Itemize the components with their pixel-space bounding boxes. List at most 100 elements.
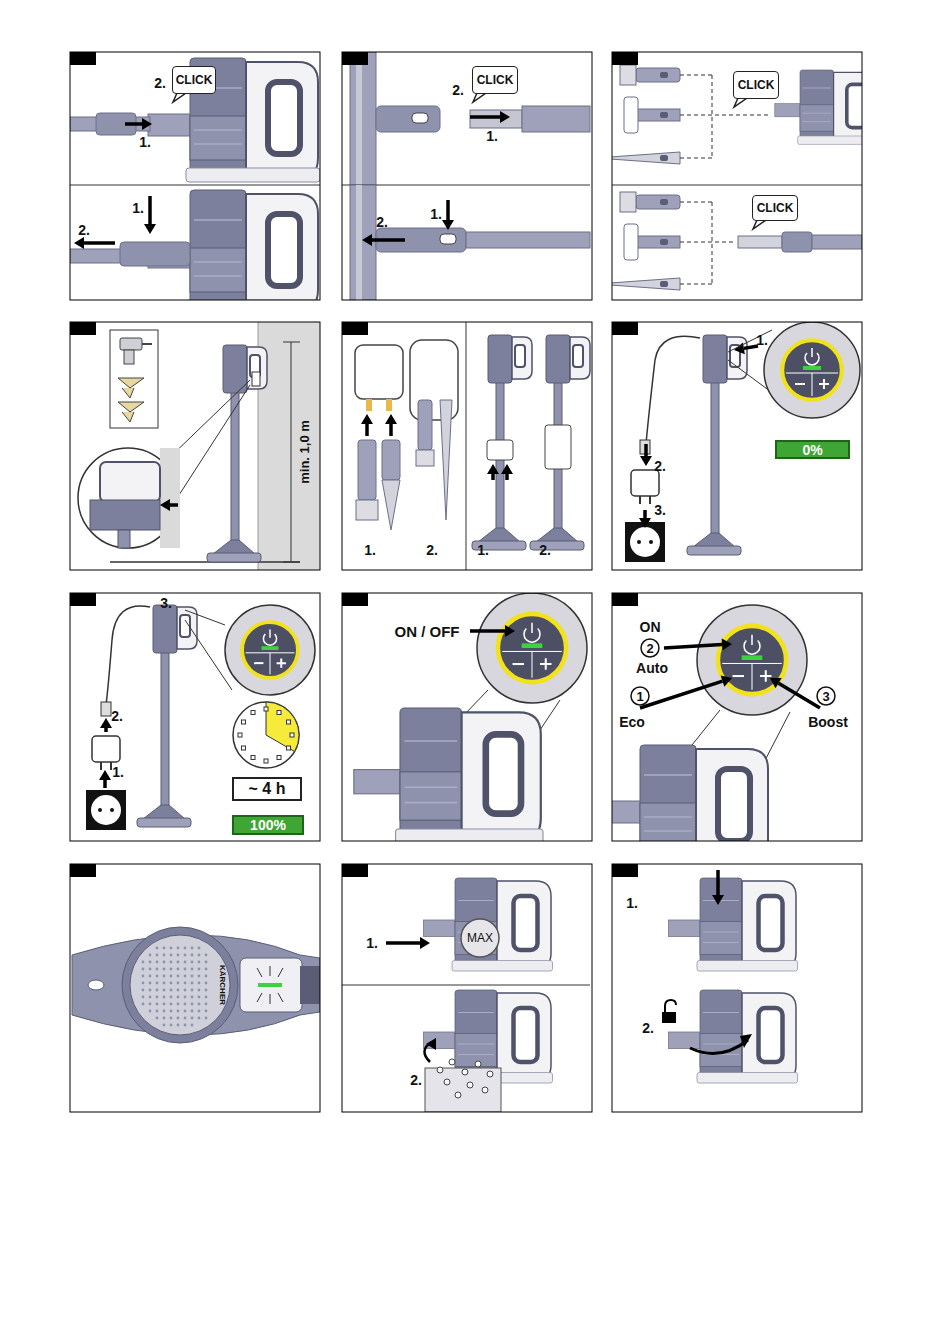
base (697, 961, 798, 972)
panel-tab (612, 593, 638, 606)
panel (612, 65, 862, 290)
filter-dot (156, 947, 159, 950)
step-label: 2. (426, 543, 438, 557)
brush-nozzle (358, 440, 376, 500)
arrow-shaft (389, 424, 393, 436)
minus-icon (795, 383, 805, 385)
filter-grid (130, 935, 230, 1035)
body-rings (802, 88, 831, 122)
wall-holder (252, 372, 260, 386)
holder (355, 345, 403, 399)
tube (812, 235, 862, 249)
filter-dot (163, 1024, 166, 1027)
bubble-tail (753, 220, 766, 229)
filter-dot (177, 975, 180, 978)
arrow-shaft (148, 196, 152, 224)
screw-icon (118, 378, 144, 398)
filter-disk (122, 927, 238, 1043)
control-panel (718, 626, 786, 694)
status-box: 100% (232, 815, 304, 835)
arrow-shaft (716, 870, 720, 895)
hanging-slot (88, 980, 104, 990)
handle-grip (573, 345, 583, 367)
click-bubble: CLICK (733, 71, 779, 99)
clock-tick (251, 710, 255, 714)
brush-bristles (620, 192, 636, 212)
filter-dot (177, 1003, 180, 1006)
filter-dot (184, 1024, 187, 1027)
arrow-shaft (104, 728, 108, 732)
arrow-shaft (372, 238, 405, 242)
led-rays (257, 966, 283, 1004)
click-bubble: CLICK (752, 195, 798, 221)
filter-dot (205, 1017, 208, 1020)
filter-dot (177, 968, 180, 971)
filter-dot (156, 975, 159, 978)
step-label: 1. (112, 765, 124, 779)
handle-grip (486, 734, 521, 813)
handle-grip (718, 769, 750, 841)
handle (570, 337, 590, 379)
step-label: 3. (160, 596, 172, 610)
plus-icon (540, 658, 551, 669)
handle (834, 72, 862, 143)
control-panel (498, 614, 566, 682)
filter-dot (198, 1003, 201, 1006)
panel-frame (70, 864, 320, 1112)
arrow-head (99, 770, 111, 780)
floor-head (350, 185, 376, 300)
power-icon (269, 629, 271, 637)
filter-dot (191, 947, 194, 950)
handle (512, 337, 532, 379)
filter-dot (177, 989, 180, 992)
filter-dot (149, 996, 152, 999)
clock-tick (238, 733, 242, 737)
waste-bin (425, 1068, 501, 1112)
step-label: 2. (654, 459, 666, 473)
plus-icon (819, 379, 829, 389)
callout-circle: 1 (630, 686, 650, 706)
filter-dot (205, 968, 208, 971)
filter-dot (149, 968, 152, 971)
panel (354, 593, 587, 841)
upholstery-nozzle (624, 97, 638, 133)
floor-head (536, 528, 578, 542)
node-text: CLICK (757, 201, 794, 215)
callout-circle: 3 (816, 686, 836, 706)
filter-dot (163, 947, 166, 950)
tool-box (110, 330, 158, 428)
nozzle (148, 114, 194, 136)
circle-outline (461, 919, 499, 957)
nozzle (669, 920, 704, 937)
click-bubble: CLICK (172, 66, 216, 94)
step-label: Eco (619, 715, 645, 729)
motor-body (190, 190, 246, 300)
body-rings (404, 741, 457, 803)
arrow-head (362, 234, 372, 246)
step-label: Boost (808, 715, 848, 729)
floor-head (213, 540, 255, 554)
panel-tab (342, 322, 368, 335)
panel-frame (612, 52, 862, 300)
status-box: ~ 4 h (232, 777, 302, 801)
filter-dot (184, 954, 187, 957)
filter-dot (198, 1017, 201, 1020)
circle-outline (641, 639, 659, 657)
floor-line (110, 561, 300, 563)
filter-dot (149, 1003, 152, 1006)
unit-body (72, 935, 320, 1035)
filter-dot (156, 1017, 159, 1020)
charger-prongs (640, 496, 650, 504)
divider (502, 651, 562, 677)
filter-dot (156, 982, 159, 985)
panel (342, 52, 590, 300)
arrow-head (500, 111, 510, 123)
filter-dot (149, 989, 152, 992)
screw-icon (118, 402, 144, 422)
floor-head (530, 541, 584, 550)
drill-icon (120, 338, 142, 350)
filter-dot (191, 989, 194, 992)
handle (696, 749, 768, 841)
drill-icon (142, 343, 152, 345)
filter-dot (184, 982, 187, 985)
